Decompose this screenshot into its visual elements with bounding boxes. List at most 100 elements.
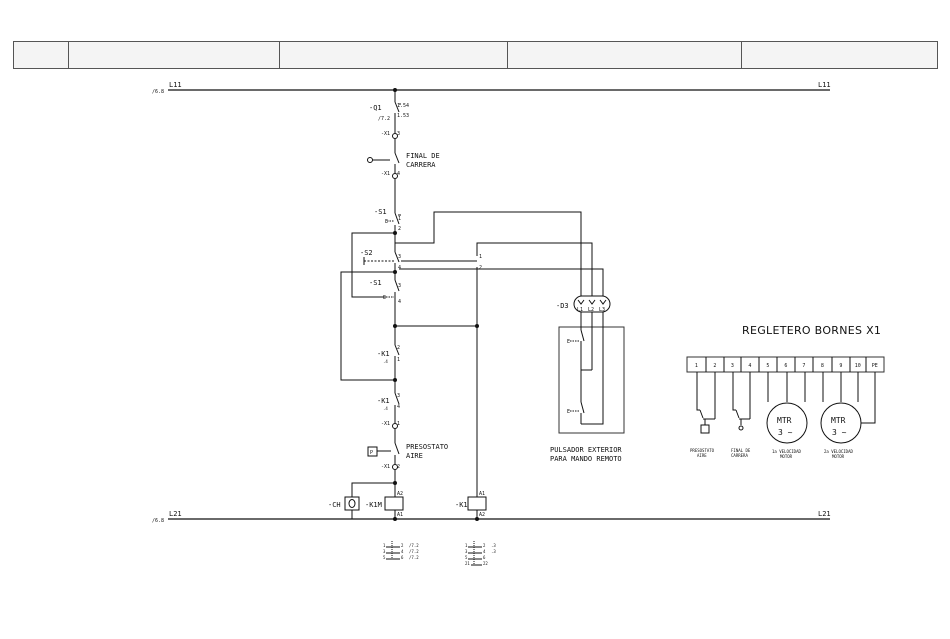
title-cell-4 <box>508 42 742 68</box>
xref-pin: 3 <box>465 549 468 554</box>
svg-text:3: 3 <box>398 254 401 260</box>
remote-pushbutton-box: E E PULSADOR EXTERIOR PARA MANDO REMOTO <box>550 312 625 463</box>
rail-label: L11 <box>818 81 831 89</box>
xref-pin: 4 <box>483 549 486 554</box>
remote-connector-d3: -D3 L1 L2 L3 <box>556 295 611 313</box>
svg-text:1: 1 <box>397 357 400 363</box>
svg-text:CARRERA: CARRERA <box>406 161 436 169</box>
svg-text:1.54: 1.54 <box>397 103 409 109</box>
remote-caption: PULSADOR EXTERIOR <box>550 446 622 454</box>
motor-1-label: MTR <box>777 416 792 425</box>
xref-pin: 22 <box>483 561 488 566</box>
svg-text:2: 2 <box>397 345 400 351</box>
svg-text:AIRE: AIRE <box>406 452 423 460</box>
svg-text:L2: L2 <box>588 307 594 313</box>
bypass-wires <box>340 232 395 381</box>
svg-text:.4: .4 <box>383 406 388 411</box>
rail-label: L21 <box>818 510 831 518</box>
coil-ch-label: -CH <box>328 501 341 509</box>
xref-pin: 21 <box>465 561 470 566</box>
x1-terminal-2: -X1 2 <box>381 464 400 470</box>
svg-text:2a VELOCIDAD: 2a VELOCIDAD <box>824 449 853 454</box>
svg-text:-K1: -K1 <box>377 397 390 405</box>
x1-terminal-1: -X1 1 <box>381 421 400 427</box>
svg-text:AIRE: AIRE <box>697 453 707 458</box>
svg-text:-S2: -S2 <box>360 249 373 257</box>
svg-text:L3: L3 <box>599 307 605 313</box>
svg-text:4: 4 <box>398 265 401 271</box>
svg-text:A1: A1 <box>397 512 403 518</box>
svg-text:1: 1 <box>397 421 400 427</box>
svg-text:3: 3 <box>397 131 400 137</box>
svg-text:/7.2: /7.2 <box>378 116 390 122</box>
terminal-label-1: 1 <box>695 363 698 369</box>
terminal-label-PE: PE <box>872 363 878 369</box>
terminal-label-8: 8 <box>821 363 824 369</box>
x1-terminal-4: -X1 4 <box>381 171 400 177</box>
svg-text:3 ~: 3 ~ <box>832 428 847 437</box>
limit-switch: FINAL DE CARRERA <box>406 152 440 169</box>
svg-text:A1: A1 <box>479 491 485 497</box>
rail-ref: /6.8 <box>152 89 164 95</box>
remote-caption: PARA MANDO REMOTO <box>550 455 622 463</box>
svg-text:MOTOR: MOTOR <box>832 454 845 459</box>
svg-text:MOTOR: MOTOR <box>780 454 793 459</box>
xref-pin: 2 <box>401 543 404 548</box>
svg-text:-D3: -D3 <box>556 302 569 310</box>
svg-text:E: E <box>567 409 570 415</box>
terminal-strip-title: REGLETERO BORNES X1 <box>742 324 881 337</box>
motor-2-label: MTR <box>831 416 846 425</box>
xref-ref: /7.2 <box>409 549 419 554</box>
xref-pin: 1 <box>465 543 468 548</box>
svg-text:-X1: -X1 <box>381 464 390 470</box>
xref-ref: /7.2 <box>409 555 419 560</box>
s2-contact: -S2 3 4 1 2 <box>360 249 482 271</box>
svg-text:3: 3 <box>397 393 400 399</box>
terminal-label-2: 2 <box>713 363 716 369</box>
remote-wires <box>395 211 604 326</box>
svg-text:-X1: -X1 <box>381 421 390 427</box>
xref-ref: /7.2 <box>409 543 419 548</box>
svg-text:E: E <box>567 339 570 345</box>
svg-text:E: E <box>383 295 386 301</box>
svg-text:1: 1 <box>479 254 482 260</box>
k1-nc-contact: -K1 2 1 .4 <box>377 345 400 364</box>
rail-label: L11 <box>169 81 182 89</box>
xref-pin: 3 <box>383 549 386 554</box>
svg-text:CARRERA: CARRERA <box>731 453 748 458</box>
pressure-switch: P PRESOSTATO AIRE <box>367 443 448 460</box>
svg-text:1: 1 <box>398 216 401 222</box>
title-cell-3 <box>280 42 508 68</box>
xref-ref: .3 <box>491 549 496 554</box>
terminal-label-7: 7 <box>802 363 805 369</box>
xref-pin: 6 <box>483 555 486 560</box>
rail-l21: /6.8 L21 L21 <box>152 510 831 524</box>
title-cell-1 <box>14 42 69 68</box>
svg-text:P: P <box>370 450 373 456</box>
terminal-label-9: 9 <box>839 363 842 369</box>
svg-text:-S1: -S1 <box>374 208 387 216</box>
svg-text:A2: A2 <box>397 491 403 497</box>
xref-ref: .3 <box>491 543 496 548</box>
svg-text:-S1: -S1 <box>369 279 382 287</box>
svg-text:-X1: -X1 <box>381 171 390 177</box>
svg-text:4: 4 <box>397 171 400 177</box>
q1-breaker: -Q1 /7.2 1.54 1.53 <box>369 103 409 122</box>
k1-no-contact: -K1 3 4 .4 <box>377 393 400 411</box>
svg-text:PRESOSTATO: PRESOSTATO <box>406 443 448 451</box>
svg-text:L1: L1 <box>577 307 583 313</box>
terminal-label-4: 4 <box>748 363 751 369</box>
rail-l11: /6.8 L11 L11 <box>152 81 831 95</box>
svg-text:1.53: 1.53 <box>397 113 409 119</box>
coil-k1-label: -K1 <box>455 501 468 509</box>
coil-group: -CH -K1M A2 A1 -K1 A1 A2 <box>328 325 487 519</box>
title-block-strip <box>13 41 938 69</box>
xref-pin: 6 <box>401 555 404 560</box>
svg-text:PRESOSTATO: PRESOSTATO <box>690 448 715 453</box>
svg-text:4: 4 <box>398 299 401 305</box>
svg-text:3 ~: 3 ~ <box>778 428 793 437</box>
terminal-label-3: 3 <box>731 363 734 369</box>
